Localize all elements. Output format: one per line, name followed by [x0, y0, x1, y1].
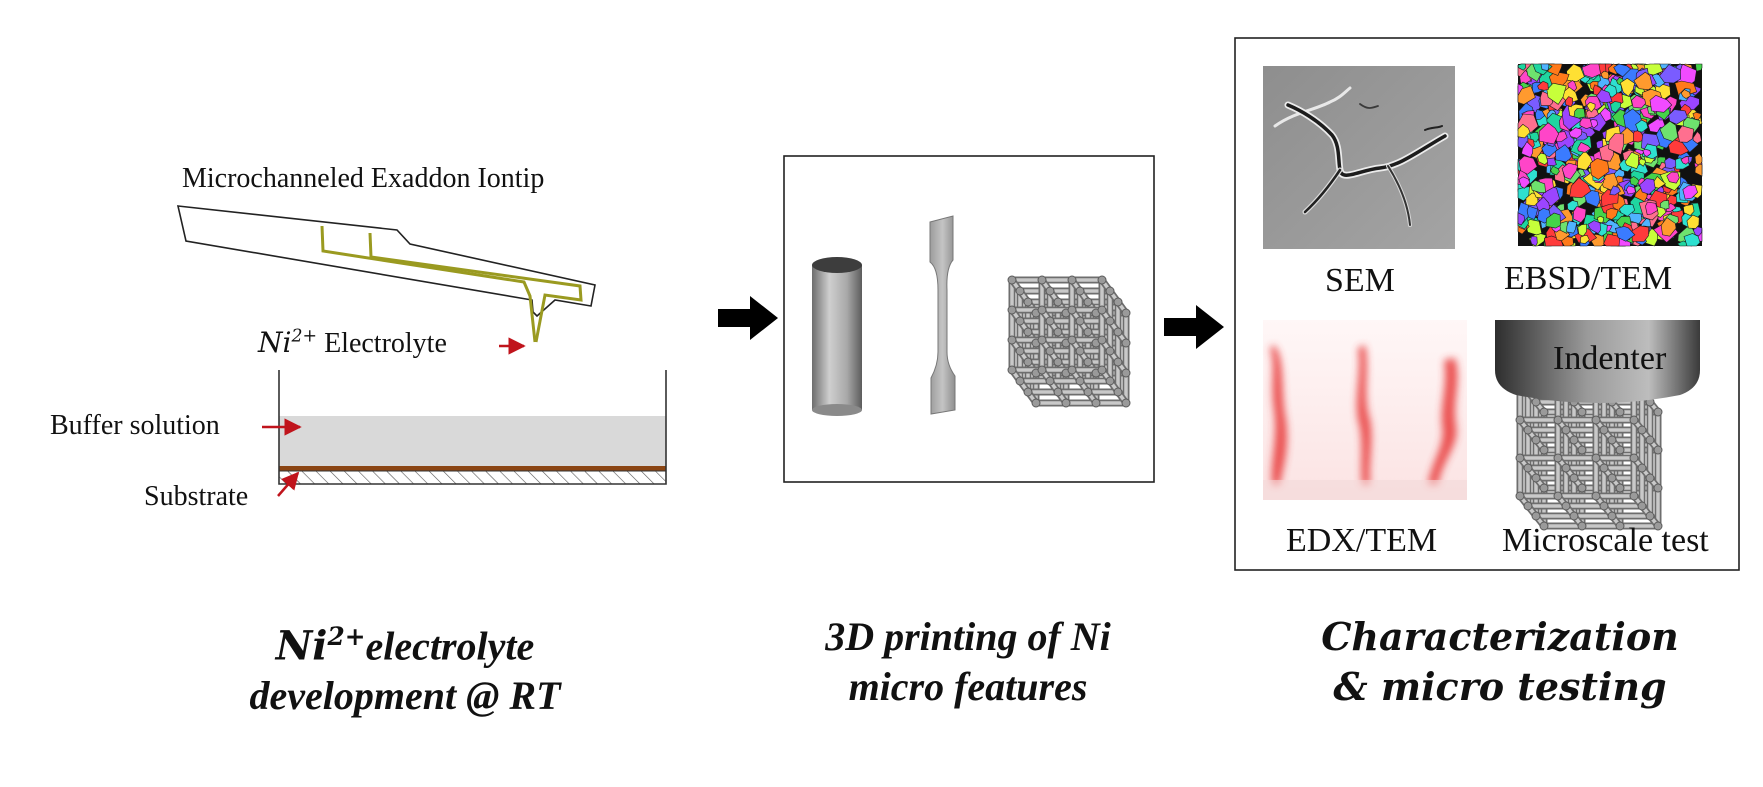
bath-container [278, 370, 667, 485]
electrolyte-charge: 2+ [291, 326, 318, 347]
edx-label: EDX/TEM [1286, 522, 1438, 559]
microscale-test-label: Microscale test [1502, 522, 1709, 559]
caption-3d-line1: 3D printing of Ni [825, 614, 1111, 659]
caption-3d-printing: 3D printing of Ni micro features [768, 612, 1168, 712]
substrate-label: Substrate [144, 481, 249, 512]
caption-electrolyte-word: electrolyte [365, 623, 535, 669]
lattice-feature [1007, 275, 1131, 408]
iontip-label: Microchanneled Exaddon Iontip [182, 163, 545, 194]
substrate-layer [279, 466, 666, 471]
caption-ion: Ni [275, 622, 328, 670]
microchannel [320, 225, 583, 343]
ebsd-image [1517, 63, 1703, 247]
indenter-label: Indenter [1553, 340, 1667, 377]
iontip-probe [176, 205, 596, 318]
dogbone-feature [929, 215, 956, 415]
sem-image [1263, 66, 1455, 249]
indenter-setup [1495, 320, 1700, 531]
caption-electrolyte: Ni2+electrolyte development @ RT [210, 612, 600, 721]
buffer-label: Buffer solution [50, 410, 220, 441]
caption-char-line2: & micro testing [1333, 664, 1667, 709]
edx-image [1263, 320, 1467, 500]
electrolyte-word: Electrolyte [324, 328, 447, 359]
sem-label: SEM [1325, 262, 1395, 299]
substrate-arrow [277, 471, 300, 497]
electrolyte-label: Ni2+ Electrolyte [258, 326, 447, 360]
caption-development: development @ RT [249, 673, 561, 719]
indenter-tip [1495, 320, 1700, 403]
arrow-right-2 [1164, 305, 1224, 349]
electrolyte-ion: Ni [258, 326, 292, 359]
caption-characterization: Characterization & micro testing [1290, 612, 1710, 712]
arrow-right-1 [718, 296, 778, 340]
caption-char-line1: Characterization [1321, 614, 1679, 659]
caption-3d-line2: micro features [848, 664, 1088, 709]
ebsd-label: EBSD/TEM [1504, 260, 1673, 297]
cylinder-feature [812, 257, 862, 416]
caption-charge: 2+ [327, 622, 366, 651]
